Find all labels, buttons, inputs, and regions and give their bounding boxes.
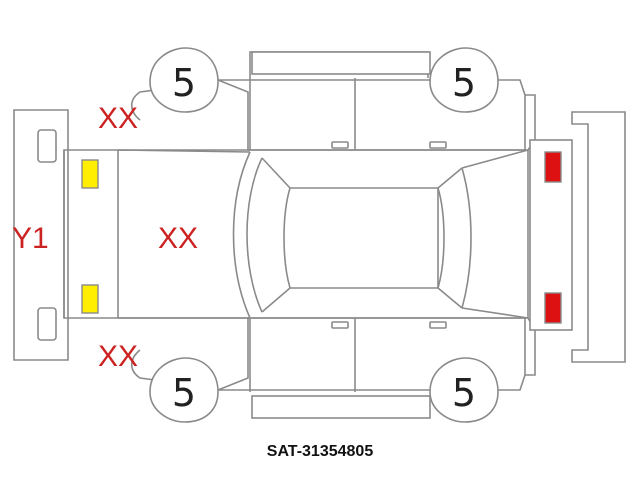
- wheel-rear-right: [429, 357, 499, 423]
- tire-value-front-right: 5: [172, 371, 196, 415]
- damage-code-front-right-corner: XX: [98, 340, 138, 373]
- taillight-left: [544, 151, 562, 183]
- wheel-rear-left: [429, 47, 499, 113]
- car-body: [63, 51, 573, 419]
- headlight-right: [81, 284, 99, 314]
- front-bumper: [13, 109, 69, 361]
- headlight-left: [81, 159, 99, 189]
- tire-value-rear-left: 5: [452, 61, 476, 105]
- damage-code-hood: XX: [158, 222, 198, 255]
- tire-value-rear-right: 5: [452, 371, 476, 415]
- wheel-front-right: [149, 357, 219, 423]
- tire-value-front-left: 5: [172, 61, 196, 105]
- taillight-right: [544, 292, 562, 324]
- damage-code-front-bumper: Y1: [12, 222, 49, 255]
- damage-code-front-left-corner: XX: [98, 102, 138, 135]
- wheel-front-left: [149, 47, 219, 113]
- stock-code: SAT-31354805: [267, 443, 374, 460]
- rear-bumper: [571, 111, 626, 363]
